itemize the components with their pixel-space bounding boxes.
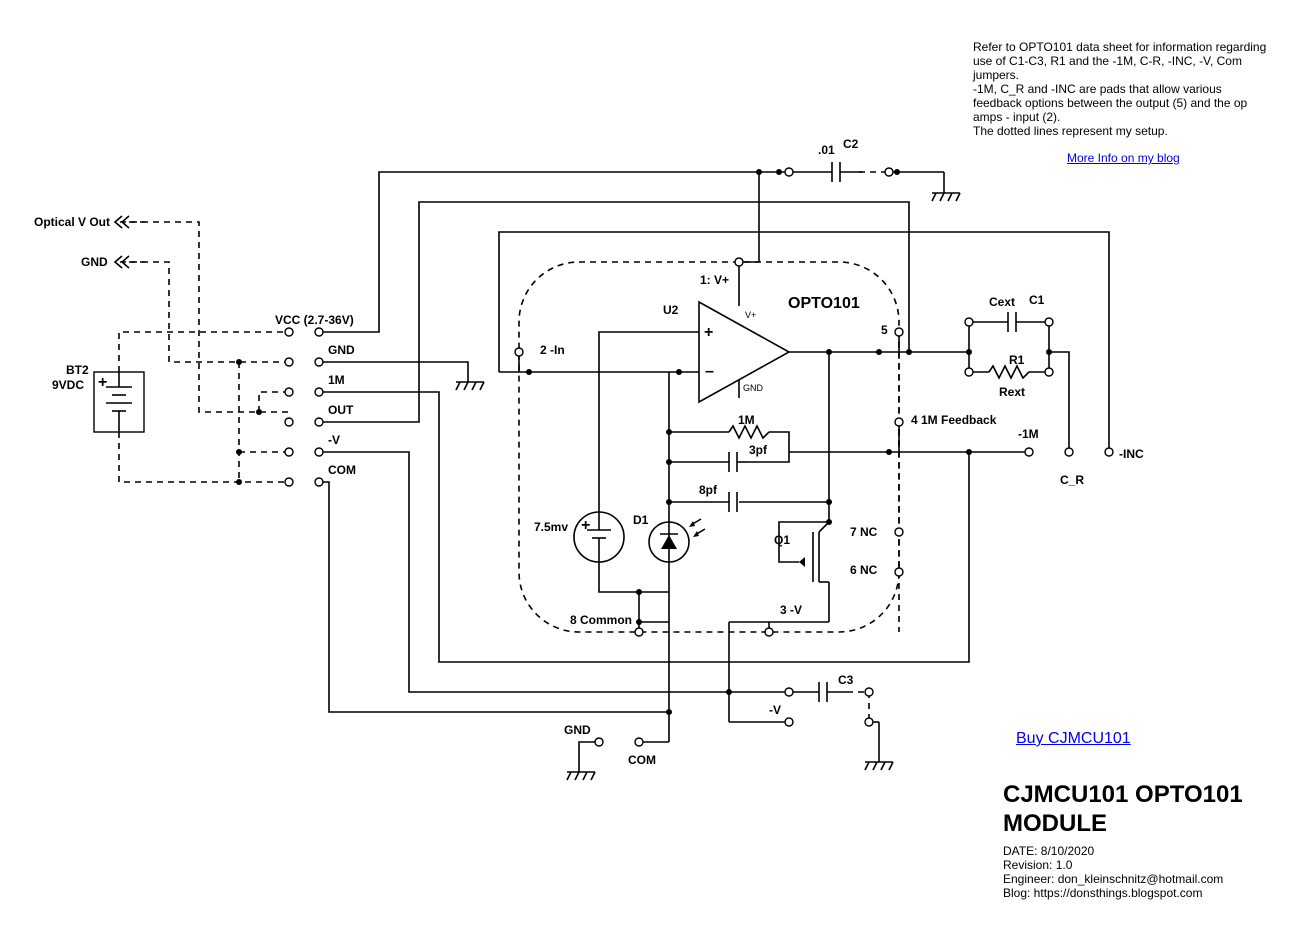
capacitor-3pf [728, 452, 749, 472]
dotted-wires [118, 171, 900, 722]
pin8-label: 8 Common [570, 613, 632, 627]
optical-out-arrow-icon [113, 215, 145, 229]
pin7-label: 7 NC [850, 525, 878, 539]
c2-value-label: .01 [818, 143, 835, 157]
pin5-label: 5 [881, 323, 888, 337]
resistor-1m-label: 1M [738, 413, 755, 427]
resistor-r1 [988, 364, 1030, 380]
opto101-label: OPTO101 [788, 295, 860, 312]
opamp-u2 [698, 300, 791, 404]
header-negv-label: -V [328, 433, 340, 447]
capacitor-cext [1007, 312, 1017, 332]
c1-label: C1 [1029, 293, 1045, 307]
ground-symbol-bottom [566, 771, 596, 781]
notes-text: Refer to OPTO101 data sheet for informat… [973, 40, 1273, 138]
c2-label: C2 [843, 137, 859, 151]
note-line-2: -1M, C_R and -INC are pads that allow va… [973, 82, 1248, 124]
gnd-out-arrow-icon [113, 255, 145, 269]
bottom-gnd-label: GND [564, 723, 591, 737]
c3-label: C3 [838, 673, 854, 687]
engineer-text: Engineer: don_kleinschnitz@hotmail.com [1003, 872, 1224, 886]
header-gnd-label: GND [328, 343, 355, 357]
c-r-label: C_R [1060, 473, 1084, 487]
neg1m-label: -1M [1018, 427, 1039, 441]
bt2-value-label: 9VDC [52, 378, 84, 392]
pin3-label: 3 -V [780, 603, 802, 617]
opamp-plus-sign: + [704, 324, 713, 341]
wires [319, 171, 1110, 772]
opamp-minus-sign: – [705, 363, 714, 380]
r1-label: R1 [1009, 353, 1025, 367]
svg-text:+: + [581, 517, 590, 534]
capacitor-8pf-label: 8pf [699, 483, 718, 497]
photodiode-d1 [648, 518, 706, 563]
junction-dots [236, 169, 1052, 715]
svg-text:+: + [98, 374, 107, 391]
neginc-label: -INC [1119, 447, 1144, 461]
ground-symbol-c3 [864, 761, 894, 771]
header-vcc-label: VCC (2.7-36V) [275, 313, 354, 327]
capacitor-c2 [831, 162, 841, 182]
gnd-out-label: GND [81, 255, 108, 269]
battery-bt2: + [93, 371, 145, 433]
transistor-q1 [799, 532, 814, 582]
revision-text: Revision: 1.0 [1003, 858, 1073, 872]
capacitor-8pf [728, 492, 738, 512]
u2-label: U2 [663, 303, 679, 317]
voltage-source-7-5mv: + [573, 511, 625, 563]
cext-label: Cext [989, 295, 1015, 309]
opamp-gnd-label: GND [743, 383, 764, 393]
ground-symbol-c2 [931, 192, 961, 202]
vplus-label: V+ [745, 310, 756, 320]
bt2-label: BT2 [66, 363, 89, 377]
bottom-com-label: COM [628, 753, 656, 767]
q1-label: Q1 [774, 533, 790, 547]
pin4-label: 4 1M Feedback [911, 413, 997, 427]
capacitor-c3 [818, 682, 828, 702]
ground-symbol-header [455, 381, 485, 391]
note-line-3: The dotted lines represent my setup. [973, 124, 1168, 138]
bottom-negv-label: -V [769, 703, 781, 717]
optical-v-out-label: Optical V Out [34, 215, 110, 229]
header-com-label: COM [328, 463, 356, 477]
blog-link[interactable]: More Info on my blog [1067, 151, 1180, 165]
d1-label: D1 [633, 513, 649, 527]
capacitor-3pf-label: 3pf [749, 443, 768, 457]
buy-link[interactable]: Buy CJMCU101 [1016, 730, 1131, 747]
voltage-source-label: 7.5mv [534, 520, 568, 534]
header-out-label: OUT [328, 403, 354, 417]
opto101-package-outline [518, 261, 900, 633]
schematic-title: CJMCU101 OPTO101 MODULE [1003, 781, 1243, 837]
pin2-label: 2 -In [540, 343, 565, 357]
resistor-1m [728, 424, 770, 440]
pin1-label: 1: V+ [700, 273, 729, 287]
blog-url-text: Blog: https://donsthings.blogspot.com [1003, 886, 1203, 900]
header-1m-label: 1M [328, 373, 345, 387]
title-block: CJMCU101 OPTO101 MODULE DATE: 8/10/2020 … [1003, 780, 1283, 900]
note-line-1: Refer to OPTO101 data sheet for informat… [973, 40, 1267, 82]
date-text: DATE: 8/10/2020 [1003, 844, 1095, 858]
rext-label: Rext [999, 385, 1025, 399]
pins [284, 167, 1114, 747]
pin6-label: 6 NC [850, 563, 878, 577]
